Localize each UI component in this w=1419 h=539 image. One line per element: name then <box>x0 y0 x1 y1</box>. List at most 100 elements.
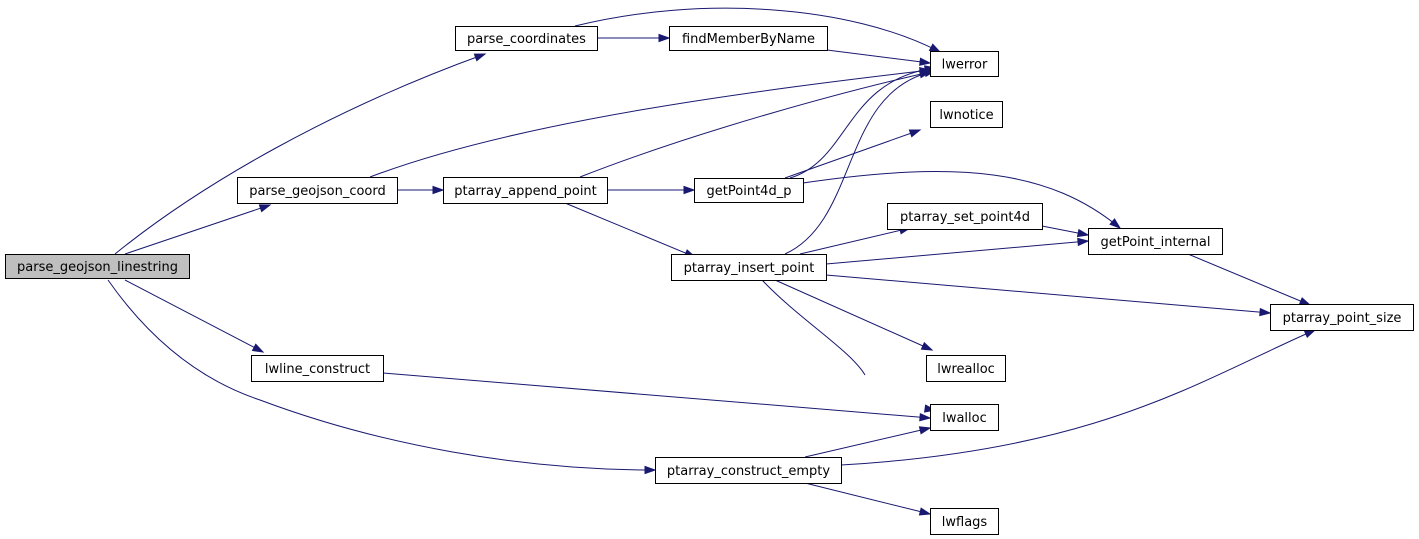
edge-parse_geojson_coord-to-lwerror <box>369 67 932 178</box>
edge-line <box>107 279 656 471</box>
edge-arrowhead <box>473 53 487 62</box>
edge-line <box>826 49 931 64</box>
node-box <box>5 254 190 279</box>
edge-ptarray_append_point-to-lwerror <box>579 70 932 178</box>
edge-line <box>574 7 941 53</box>
node-label: lwflags <box>942 515 988 530</box>
edge-arrowhead <box>1077 237 1090 247</box>
edge-arrowhead <box>1109 218 1122 229</box>
node-label: ptarray_point_size <box>1283 311 1402 326</box>
node-ptarray_construct_empty[interactable]: ptarray_construct_empty <box>655 457 842 484</box>
node-label: ptarray_insert_point <box>684 261 815 276</box>
nodes-layer: parse_geojson_linestring parse_coordinate… <box>5 26 1414 535</box>
edge-parse_geojson_linestring-to-lwline_construct <box>124 279 265 353</box>
node-label: ptarray_set_point4d <box>900 210 1030 225</box>
edge-arrowhead <box>258 204 272 213</box>
node-box <box>655 457 842 484</box>
node-lwline_construct[interactable]: lwline_construct <box>251 355 384 382</box>
node-ptarray_insert_point[interactable]: ptarray_insert_point <box>671 254 827 281</box>
node-label: findMemberByName <box>682 32 815 47</box>
node-label: parse_geojson_linestring <box>17 260 178 275</box>
node-label: ptarray_append_point <box>454 184 597 199</box>
edge-arrowhead <box>1298 297 1312 306</box>
edge-ptarray_set_point4d-to-getPoint_internal <box>1041 225 1090 238</box>
edge-line <box>840 329 1316 466</box>
edge-line <box>564 202 696 258</box>
node-ptarray_set_point4d[interactable]: ptarray_set_point4d <box>887 203 1043 230</box>
edge-ptarray_insert_point-to-getPoint_internal <box>825 237 1090 265</box>
edge-ptarray_append_point-to-ptarray_insert_point <box>564 202 697 258</box>
edge-line <box>784 129 921 179</box>
edge-parse_geojson_coord-to-ptarray_append_point <box>397 185 445 195</box>
node-label: lwrealloc <box>937 362 995 377</box>
edge-line <box>802 171 1121 229</box>
edge-getPoint_internal-to-ptarray_point_size <box>1187 253 1312 306</box>
node-label: lwerror <box>942 58 988 73</box>
edge-line <box>579 71 931 178</box>
edge-line <box>825 240 1089 265</box>
edge-arrowhead <box>251 343 265 353</box>
node-lwerror[interactable]: lwerror <box>930 51 999 77</box>
edge-line <box>1187 253 1311 306</box>
node-label: lwline_construct <box>265 362 370 377</box>
node-box <box>887 203 1043 230</box>
edges-layer <box>107 7 1317 516</box>
edge-line <box>124 204 271 255</box>
edge-arrowhead <box>644 465 657 475</box>
edge-arrowhead <box>918 426 932 435</box>
node-lwalloc[interactable]: lwalloc <box>930 404 999 431</box>
edge-arrowhead <box>918 507 932 516</box>
edge-ptarray_insert_point-to-ptarray_set_point4d <box>799 226 912 255</box>
edge-line <box>804 427 931 458</box>
node-parse_geojson_coord[interactable]: parse_geojson_coord <box>237 177 398 204</box>
node-label: ptarray_construct_empty <box>667 464 830 479</box>
node-parse_geojson_linestring[interactable]: parse_geojson_linestring <box>5 254 190 279</box>
node-label: lwnotice <box>939 108 993 123</box>
edge-ptarray_append_point-to-getPoint4d_p <box>607 185 696 195</box>
node-box <box>237 177 398 204</box>
node-label: parse_geojson_coord <box>249 184 386 199</box>
edge-line <box>784 70 936 255</box>
edge-line <box>124 279 264 353</box>
edge-arrowhead <box>658 33 671 43</box>
node-box <box>930 101 1003 128</box>
edge-ptarray_construct_empty-to-ptarray_point_size <box>840 329 1317 466</box>
node-box <box>455 26 598 51</box>
node-box <box>930 51 999 77</box>
node-label: getPoint4d_p <box>707 184 792 199</box>
node-ptarray_point_size[interactable]: ptarray_point_size <box>1270 304 1414 331</box>
node-findMemberByName[interactable]: findMemberByName <box>669 26 828 51</box>
edge-arrowhead <box>1259 307 1272 317</box>
node-lwflags[interactable]: lwflags <box>930 508 999 535</box>
node-box <box>669 26 828 51</box>
node-parse_coordinates[interactable]: parse_coordinates <box>455 26 598 51</box>
node-label: parse_coordinates <box>467 32 586 47</box>
edge-parse_geojson_linestring-to-ptarray_construct_empty <box>107 279 657 475</box>
node-box <box>1270 304 1414 331</box>
edge-line <box>774 279 933 351</box>
edge-line <box>789 67 936 179</box>
node-box <box>930 404 999 431</box>
node-getPoint_internal[interactable]: getPoint_internal <box>1088 228 1223 255</box>
edge-ptarray_construct_empty-to-lwflags <box>804 482 932 516</box>
node-lwrealloc[interactable]: lwrealloc <box>926 355 1006 382</box>
edge-line <box>799 227 911 255</box>
edge-line <box>382 372 931 419</box>
edge-lwline_construct-to-lwalloc <box>382 372 932 422</box>
node-ptarray_append_point[interactable]: ptarray_append_point <box>443 177 608 204</box>
node-getPoint4d_p[interactable]: getPoint4d_p <box>694 178 804 203</box>
node-box <box>930 508 999 535</box>
node-lwnotice[interactable]: lwnotice <box>930 101 1003 128</box>
node-label: lwalloc <box>942 411 987 426</box>
edge-arrowhead <box>928 43 942 53</box>
node-box <box>694 178 804 203</box>
edge-getPoint4d_p-to-lwnotice <box>784 129 922 179</box>
node-box <box>671 254 827 281</box>
edge-parse_geojson_linestring-to-parse_coordinates <box>114 53 487 255</box>
node-box <box>926 355 1006 382</box>
edge-findMemberByName-to-lwerror <box>826 49 932 66</box>
node-box <box>1088 228 1223 255</box>
edge-arrowhead <box>908 129 922 138</box>
edge-line <box>369 69 931 178</box>
